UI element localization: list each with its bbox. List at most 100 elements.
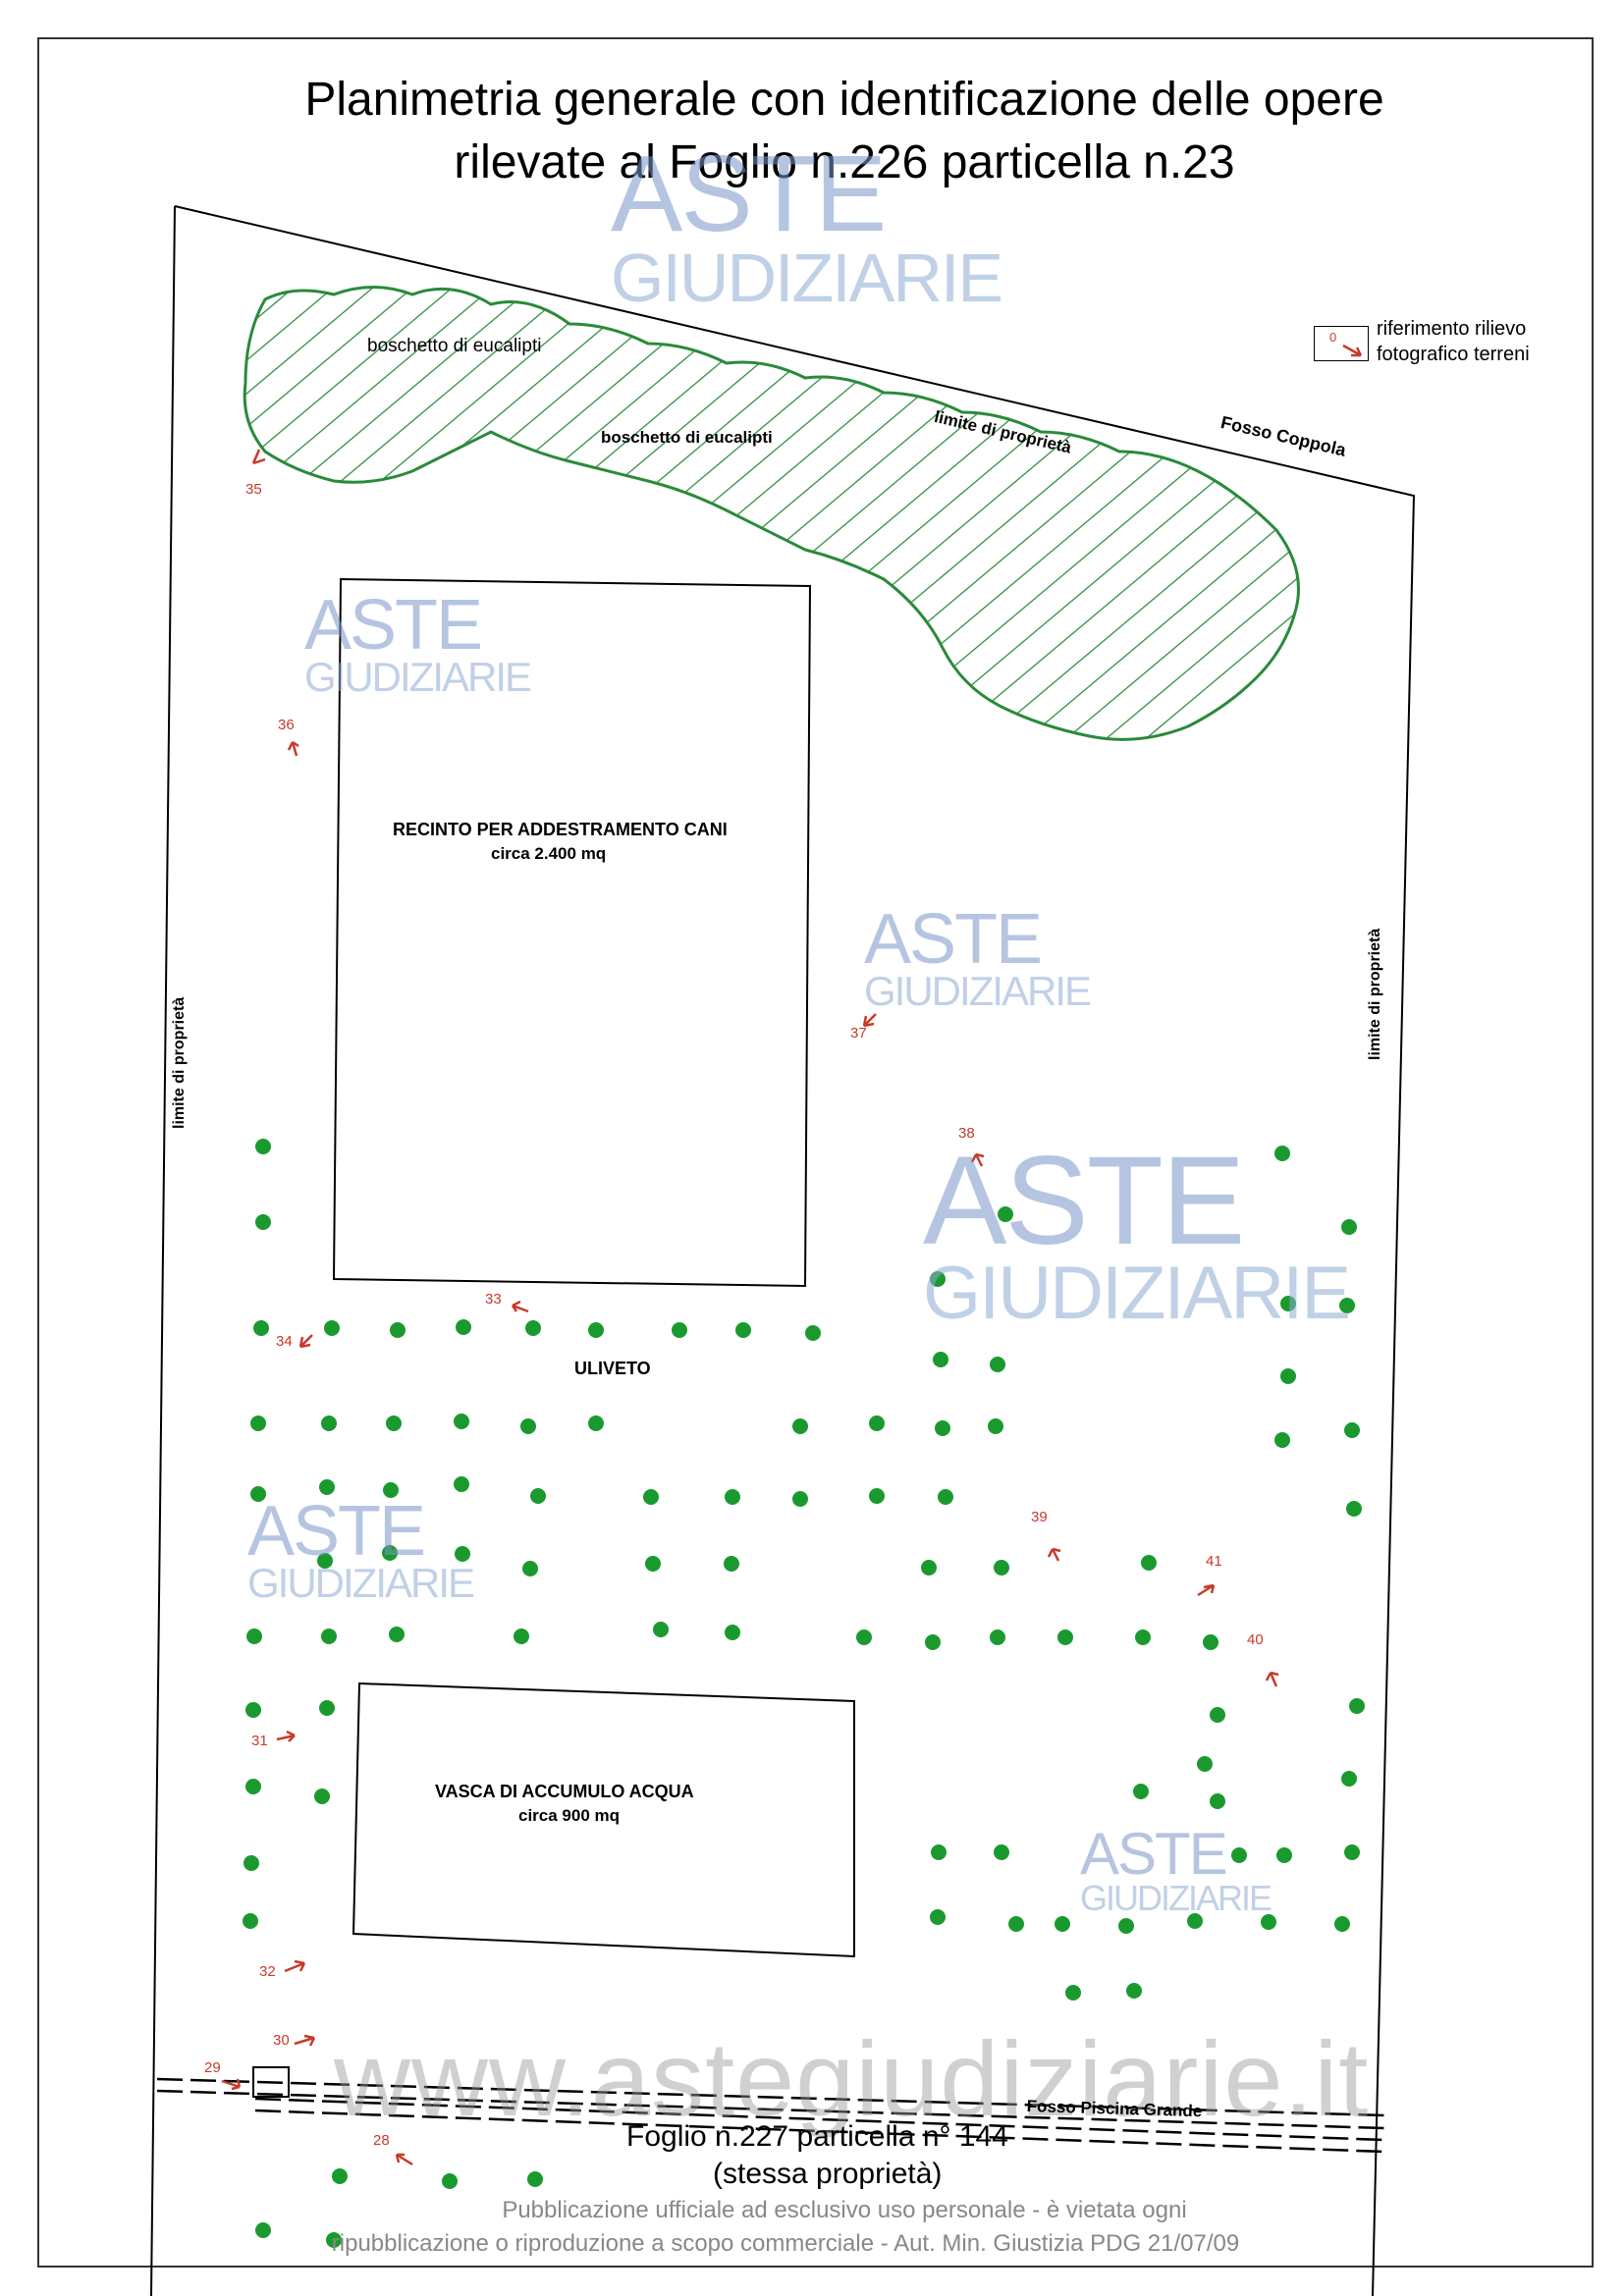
photo-arrow-32	[284, 1959, 306, 1973]
olive-tree	[520, 1418, 536, 1434]
olive-tree	[643, 1489, 659, 1505]
olive-tree	[1334, 1916, 1350, 1932]
title-line-2: rilevate al Foglio n.226 particella n.23	[454, 136, 1235, 188]
olive-tree	[455, 1546, 470, 1562]
watermark-giudiziarie: GIUDIZIARIE	[611, 240, 1003, 316]
olive-tree	[382, 1545, 398, 1561]
olive-tree	[245, 1779, 261, 1794]
olive-tree	[1057, 1629, 1073, 1645]
olive-tree	[317, 1553, 333, 1569]
olive-tree	[1339, 1298, 1355, 1313]
photo-ref-28: 28	[373, 2132, 390, 2149]
photo-ref-29: 29	[204, 2059, 221, 2076]
photo-arrow-35	[251, 449, 266, 465]
watermark-giudiziarie: GIUDIZIARIE	[923, 1252, 1351, 1335]
watermark-aste: ASTE	[864, 900, 1043, 979]
olive-tree	[1341, 1771, 1357, 1787]
watermark-aste: ASTE	[1080, 1821, 1228, 1887]
olive-tree	[1118, 1918, 1134, 1934]
olive-tree	[1133, 1784, 1149, 1799]
olive-tree	[386, 1415, 402, 1431]
olive-tree	[530, 1488, 546, 1504]
olive-tree	[1274, 1146, 1290, 1161]
photo-arrow-33	[511, 1300, 529, 1313]
olive-tree	[1231, 1847, 1247, 1863]
olive-tree	[938, 1489, 953, 1505]
olive-tree	[1280, 1368, 1296, 1384]
olive-tree	[792, 1491, 808, 1507]
olive-tree	[1346, 1501, 1362, 1517]
olive-tree	[988, 1418, 1003, 1434]
photo-arrow-34	[298, 1334, 313, 1349]
olive-tree	[792, 1418, 808, 1434]
photo-arrow-40	[1265, 1671, 1279, 1687]
olive-tree	[990, 1357, 1005, 1372]
photo-arrow-41	[1197, 1583, 1216, 1597]
watermark-giudiziarie: GIUDIZIARIE	[304, 654, 532, 700]
property-boundary-left	[150, 205, 176, 2296]
olive-tree	[935, 1420, 950, 1436]
olive-tree	[998, 1206, 1013, 1222]
eucalyptus-woods	[243, 286, 1300, 741]
olive-tree	[383, 1482, 399, 1498]
footer-line-1: Pubblicazione ufficiale ad esclusivo uso…	[502, 2197, 1187, 2223]
photo-arrow-37	[862, 1013, 877, 1028]
watermark-giudiziarie: GIUDIZIARIE	[864, 968, 1092, 1014]
olive-tree	[321, 1415, 337, 1431]
olive-tree	[389, 1627, 405, 1642]
watermark-aste: ASTE	[611, 133, 887, 254]
olive-tree	[255, 1139, 271, 1154]
olive-tree	[514, 1629, 529, 1644]
olive-tree	[805, 1325, 821, 1341]
photo-ref-33: 33	[485, 1291, 502, 1308]
photo-arrow-39	[1047, 1547, 1061, 1562]
title-line-1: Planimetria generale con identificazione…	[304, 74, 1384, 126]
olive-tree	[456, 1319, 471, 1335]
olive-tree	[1341, 1219, 1357, 1235]
watermark-large-right: ASTE GIUDIZIARIE	[923, 1131, 1351, 1335]
olive-tree	[390, 1322, 406, 1338]
olive-tree	[1344, 1844, 1360, 1860]
olive-tree	[1280, 1296, 1296, 1311]
photo-arrow-28	[395, 2153, 413, 2166]
photo-ref-36: 36	[278, 717, 295, 733]
olive-tree	[869, 1415, 885, 1431]
olive-tree	[319, 1479, 335, 1495]
label-limite-left: limite di proprietà	[171, 996, 188, 1129]
label-recinto-area: circa 2.400 mq	[491, 844, 607, 863]
olive-tree	[1055, 1916, 1070, 1932]
olive-tree	[326, 2232, 342, 2248]
watermark-lower-left: ASTE GIUDIZIARIE	[247, 1496, 475, 1604]
olive-tree	[442, 2173, 458, 2189]
watermark-site-url: www.astegiudiziarie.it	[334, 2019, 1370, 2138]
olive-tree	[725, 1489, 740, 1505]
olive-tree	[1141, 1555, 1157, 1571]
photo-arrow-30	[294, 2034, 316, 2047]
label-vasca-area: circa 900 mq	[518, 1806, 621, 1825]
ditch-culvert	[252, 2066, 290, 2098]
footer-line-2: ripubblicazione o riproduzione a scopo c…	[331, 2230, 1240, 2257]
olive-tree	[522, 1561, 538, 1576]
olive-tree	[1276, 1847, 1292, 1863]
photo-ref-41: 41	[1206, 1553, 1222, 1570]
olive-tree	[1344, 1422, 1360, 1438]
olive-tree	[672, 1322, 687, 1338]
olive-tree	[321, 1629, 337, 1644]
property-boundary	[174, 205, 1416, 2296]
legend-text-line-1: riferimento rilievo	[1377, 318, 1527, 340]
watermark-upper-left: ASTE GIUDIZIARIE	[304, 590, 532, 700]
label-eucalipti-1: boschetto di eucalipti	[367, 336, 542, 356]
watermark-top: ASTE GIUDIZIARIE	[611, 133, 1003, 316]
watermark-aste: ASTE	[923, 1131, 1245, 1271]
olive-tree	[933, 1352, 948, 1367]
olive-tree	[1065, 1985, 1081, 2001]
olive-tree	[527, 2171, 543, 2187]
photo-arrow-29	[221, 2078, 242, 2091]
legend-arrow	[1342, 344, 1363, 357]
label-eucalipti-2: boschetto di eucalipti	[601, 428, 773, 447]
olive-tree	[725, 1625, 740, 1640]
olive-tree	[856, 1629, 872, 1645]
olive-tree	[1135, 1629, 1151, 1645]
olive-tree	[994, 1560, 1009, 1575]
